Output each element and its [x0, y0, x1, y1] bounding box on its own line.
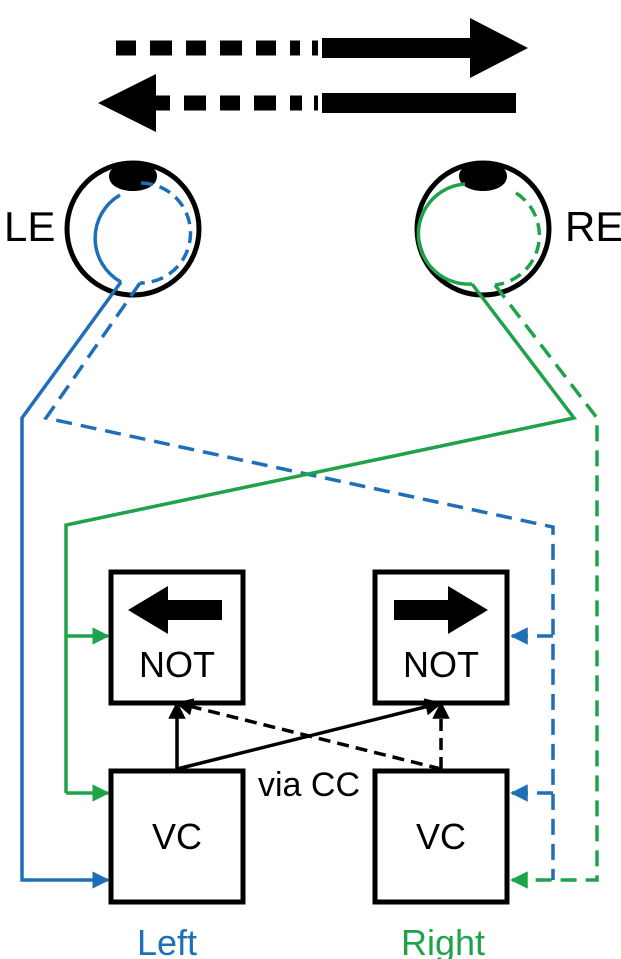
left-not-box: [108, 569, 246, 706]
right-eye-icon: [414, 160, 552, 298]
left-eye-icon: [64, 160, 202, 298]
right-eye-crossing-path: [64, 282, 578, 793]
arrow-right-icon: [394, 586, 488, 634]
left-eye-to-left-vc-path: [20, 280, 123, 889]
right-side-label: Right: [401, 922, 485, 959]
left-eye-crossing-path: [43, 282, 555, 880]
left-vc-box: [108, 768, 246, 905]
right-vc-box: [372, 768, 510, 905]
right-eye-label: RE: [565, 203, 621, 250]
right-vc-to-left-not-arrow: [175, 698, 442, 771]
right-not-label: NOT: [403, 644, 479, 685]
left-not-label: NOT: [139, 644, 215, 685]
left-vc-label: VC: [152, 816, 202, 857]
right-eye-to-right-vc-path: [493, 283, 599, 889]
via-cc-label: via CC: [258, 766, 360, 804]
right-not-box: [372, 569, 510, 706]
arrow-left-icon: [128, 586, 222, 634]
left-side-label: Left: [137, 922, 197, 959]
right-vc-label: VC: [416, 816, 466, 857]
arrow-left-icon: [98, 74, 516, 132]
left-eye-label: LE: [4, 203, 55, 250]
arrow-right-icon: [116, 18, 528, 78]
